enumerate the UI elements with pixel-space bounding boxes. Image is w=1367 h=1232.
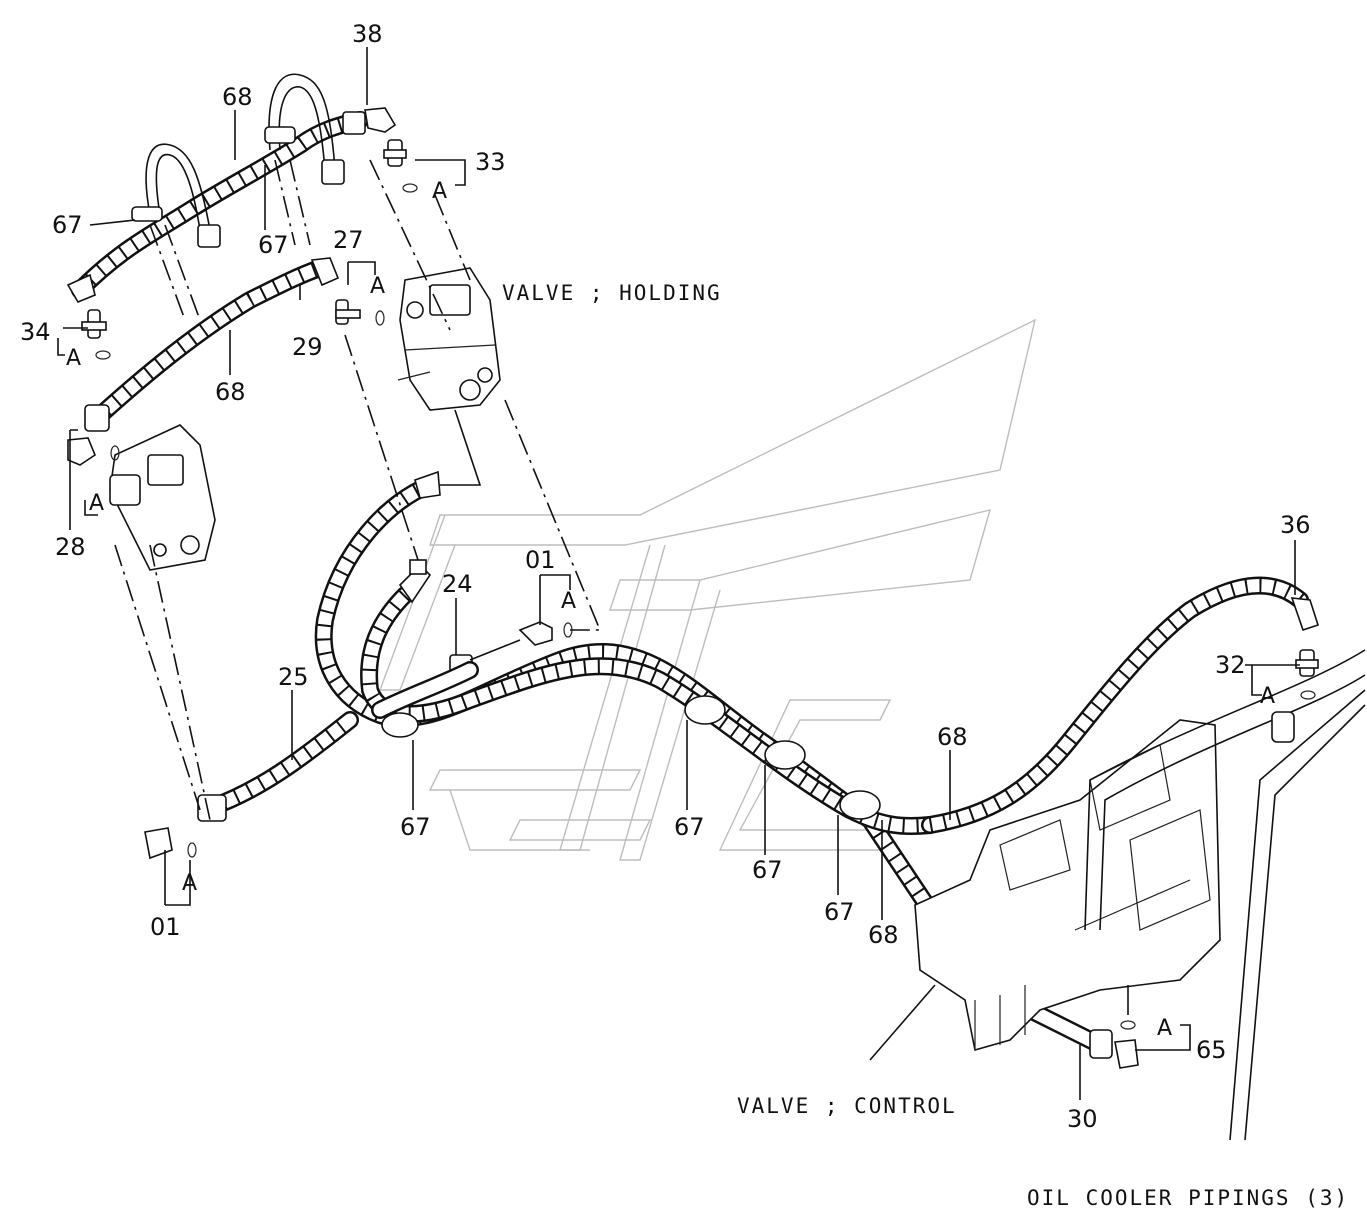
tag-a-28: A	[89, 491, 104, 516]
holding-valve-label: VALVE ; HOLDING	[502, 281, 722, 305]
callout-27: 27	[333, 226, 364, 254]
callout-68-right: 68	[937, 723, 968, 751]
tag-a-65: A	[1157, 1016, 1172, 1041]
callout-25: 25	[278, 663, 309, 691]
holding-valve-upper	[397, 267, 501, 411]
callout-65: 65	[1196, 1036, 1227, 1064]
tag-a-27: A	[370, 274, 385, 299]
callout-29: 29	[292, 333, 323, 361]
callout-67-d: 67	[824, 898, 855, 926]
tag-a-01-left: A	[182, 871, 197, 896]
callout-36: 36	[1280, 511, 1311, 539]
callout-01-left: 01	[150, 913, 181, 941]
hose-25	[144, 711, 359, 860]
callout-68-mid: 68	[215, 378, 246, 406]
callout-01-center: 01	[525, 546, 556, 574]
callout-38: 38	[352, 20, 383, 48]
holding-valve-left	[67, 424, 216, 571]
control-valve-body	[914, 649, 1366, 1141]
top-hose-assembly	[66, 73, 397, 321]
callout-67-left: 67	[52, 211, 83, 239]
tag-a-33: A	[432, 179, 447, 204]
leader-lines	[57, 47, 1300, 1100]
callout-33: 33	[475, 148, 506, 176]
callout-67-a: 67	[400, 813, 431, 841]
callout-67-b: 67	[674, 813, 705, 841]
tag-a-01-center: A	[561, 589, 576, 614]
callout-67-c: 67	[752, 856, 783, 884]
tag-a-32: A	[1260, 684, 1275, 709]
fittings	[81, 139, 1319, 1030]
main-hose-bundle	[314, 470, 1320, 1009]
callout-67-upper: 67	[258, 231, 289, 259]
tag-a-34: A	[66, 346, 81, 371]
middle-hose-68	[84, 257, 340, 432]
callout-32: 32	[1215, 651, 1246, 679]
callout-30: 30	[1067, 1105, 1098, 1133]
control-valve-label: VALVE ; CONTROL	[737, 1094, 957, 1118]
callout-34: 34	[20, 318, 51, 346]
callout-labels: 38 68 33 67 67 27 34 29 68 28 01 24 36 2…	[20, 20, 1311, 1133]
callout-68-top: 68	[222, 83, 253, 111]
callout-68-low: 68	[868, 921, 899, 949]
callout-24: 24	[442, 570, 473, 598]
drawing-title: OIL COOLER PIPINGS (3)	[1027, 1186, 1349, 1210]
callout-28: 28	[55, 533, 86, 561]
